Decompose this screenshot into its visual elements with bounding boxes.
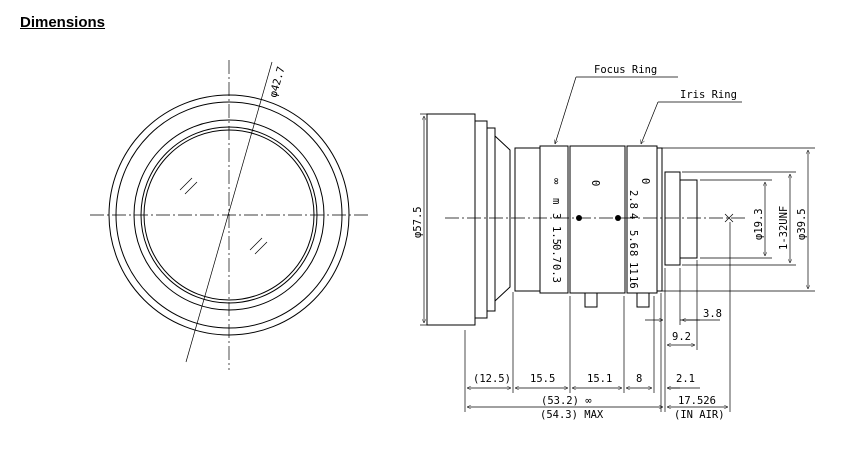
section-title: Dimensions [20, 14, 106, 31]
focus-scale-m: m [550, 198, 562, 204]
dim-total-infinity: (53.2) ∞ [541, 395, 592, 407]
iris-scale-5-6: 5.6 [627, 230, 639, 249]
focus-scale-0-7: 0.7 [550, 244, 562, 263]
iris-scale-8: 8 [627, 250, 639, 256]
focus-ring[interactable] [539, 145, 569, 294]
dim-flange-note: (IN AIR) [674, 409, 725, 421]
iris-scale-2-8: 2.8 [627, 190, 639, 209]
focus-scale-3: 3 [550, 213, 562, 219]
dim-2-1: 2.1 [676, 373, 695, 385]
thread-dim: 1-32UNF [778, 206, 790, 250]
iris-scale-16: 16 [627, 276, 639, 289]
iris-scale-11: 11 [627, 262, 639, 275]
side-view: ∞ m 3 1.5 0.7 0.3 0 0 2.8 4 5.6 8 11 16 … [412, 64, 815, 421]
dim-15-5: 15.5 [530, 373, 555, 385]
front-view: φ42.7 [90, 60, 370, 370]
front-diameter-label: φ42.7 [267, 65, 287, 99]
focus-scale-1-5: 1.5 [550, 226, 562, 245]
rear-diameter-dim: φ39.5 [796, 208, 808, 240]
dim-total-max: (54.3) MAX [540, 409, 604, 421]
dim-12-5: (12.5) [473, 373, 511, 385]
iris-index-mark: 0 [639, 178, 651, 184]
outer-diameter-dim: φ57.5 [412, 206, 424, 238]
dim-8: 8 [636, 373, 642, 385]
iris-ring-callout: Iris Ring [680, 89, 737, 101]
focus-scale-0-3: 0.3 [550, 264, 562, 283]
dim-3-8: 3.8 [703, 308, 722, 320]
iris-scale-4: 4 [627, 213, 639, 219]
dim-9-2: 9.2 [672, 331, 691, 343]
focus-scale-inf: ∞ [550, 178, 562, 184]
focus-ring-callout: Focus Ring [594, 64, 657, 76]
mount-diameter-dim: φ19.3 [753, 208, 765, 240]
dim-flange-back: 17.526 [678, 395, 716, 407]
focus-index-mark: 0 [589, 180, 601, 186]
dim-15-1: 15.1 [587, 373, 612, 385]
